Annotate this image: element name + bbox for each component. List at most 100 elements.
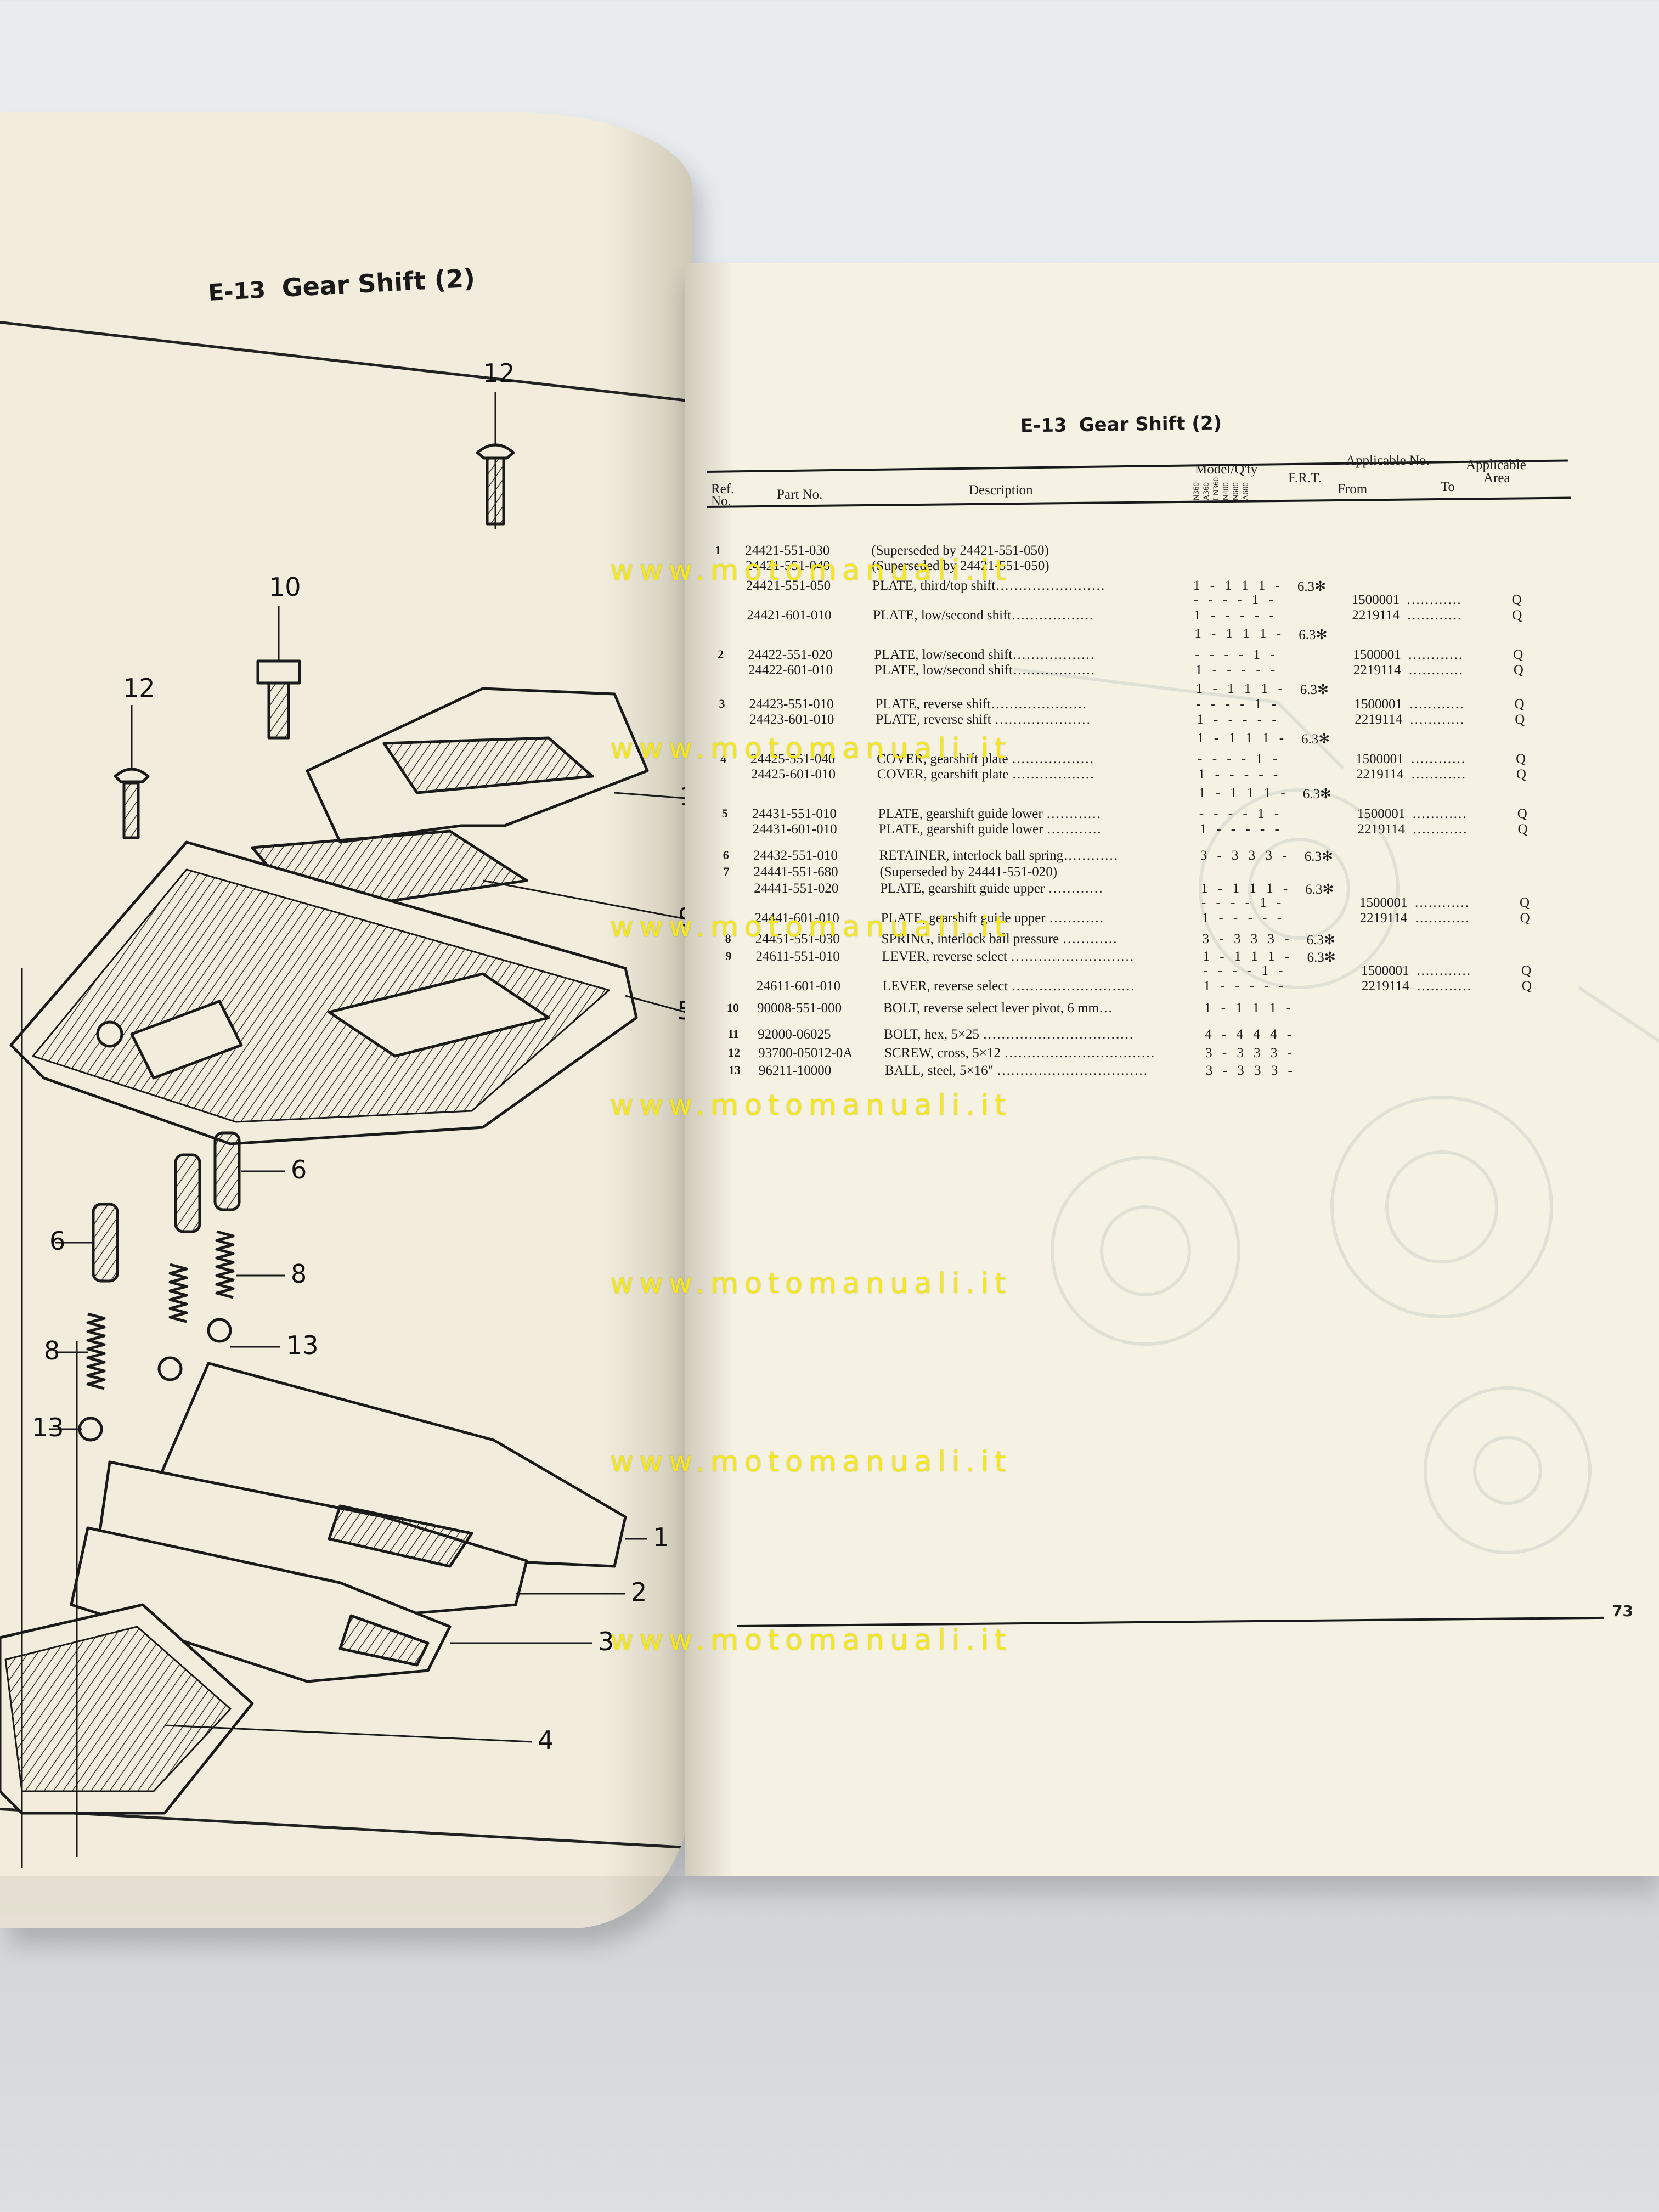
callout-3: 3 xyxy=(598,1627,614,1656)
callout-8-left: 8 xyxy=(44,1336,60,1365)
watermark: www.motomanuali.it xyxy=(610,732,1012,765)
header-frt: F.R.T. xyxy=(1288,471,1322,486)
cell-frt: 6.3✻ xyxy=(1300,682,1329,697)
cell-qty: 1 - - - - - xyxy=(1201,911,1285,926)
cell-desc: PLATE, reverse shift ………………… xyxy=(876,712,1091,727)
table-row: - - - - 1 -1500001…………Q xyxy=(716,592,1572,609)
cell-area: Q xyxy=(1511,592,1522,607)
cell-part: 24422-601-010 xyxy=(748,663,833,678)
cell-from: 1500001 xyxy=(1354,697,1403,712)
cell-desc: RETAINER, interlock ball spring………… xyxy=(879,848,1119,863)
callout-6-left: 6 xyxy=(49,1226,66,1256)
cell-qty: 1 - 1 1 1 - xyxy=(1195,681,1286,696)
cell-ref: 9 xyxy=(725,949,732,963)
cell-frt: 6.3✻ xyxy=(1302,787,1331,802)
cell-qty: 1 - 1 1 1 - xyxy=(1204,1001,1294,1015)
header-applicable-no: Applicable No. xyxy=(1346,453,1430,468)
cell-desc: BALL, steel, 5×16" …………………………… xyxy=(884,1063,1148,1078)
cell-area: Q xyxy=(1514,697,1525,712)
cell-part: 24421-551-030 xyxy=(745,543,830,558)
cell-part: 24441-601-010 xyxy=(754,911,839,926)
table-row: 1 - 1 1 1 - 6.3✻ xyxy=(719,681,1575,698)
cell-part: 24431-551-010 xyxy=(752,806,837,821)
cell-part: 24431-601-010 xyxy=(752,822,837,837)
cell-frt: 6.3✻ xyxy=(1305,882,1334,897)
page-number: 73 xyxy=(1612,1602,1633,1620)
cell-ref: 5 xyxy=(721,806,728,820)
cell-frt: 6.3✻ xyxy=(1297,579,1327,594)
cell-qty: 1 - - - - - xyxy=(1195,663,1279,678)
cell-qty: 1 - - - - - xyxy=(1199,822,1283,837)
cell-from: 2219114 xyxy=(1355,712,1402,727)
cell-part: 24423-601-010 xyxy=(749,712,834,727)
cell-from: 1500001 xyxy=(1357,806,1406,821)
watermark: www.motomanuali.it xyxy=(610,1624,1012,1657)
cell-frt: 6.3✻ xyxy=(1307,950,1336,965)
watermark: www.motomanuali.it xyxy=(610,1267,1012,1300)
callout-13-right: 13 xyxy=(286,1330,319,1360)
cell-qty: - - - - 1 - xyxy=(1193,592,1277,607)
cell-qty: 3 - 3 3 3 - xyxy=(1205,1063,1296,1078)
cell-to: ………… xyxy=(1410,752,1466,766)
cell-frt: 6.3✻ xyxy=(1306,933,1335,947)
cell-desc: PLATE, gearshift guide lower ………… xyxy=(878,822,1102,837)
callout-1-bottom: 1 xyxy=(653,1522,669,1552)
cell-area: Q xyxy=(1521,979,1532,994)
cell-part: 24425-601-010 xyxy=(751,767,836,782)
watermark: www.motomanuali.it xyxy=(610,1446,1012,1479)
cell-desc: SCREW, cross, 5×12 …………………………… xyxy=(884,1046,1155,1060)
cell-ref: 10 xyxy=(726,1001,739,1014)
table-row: 1 - 1 1 1 -6.3✻ xyxy=(717,627,1573,643)
cell-to: ………… xyxy=(1410,767,1466,782)
cell-part: 93700-05012-0A xyxy=(758,1046,853,1060)
cell-part: 24611-601-010 xyxy=(756,979,841,994)
cell-from: 1500001 xyxy=(1361,963,1409,978)
table-row: 1 - 1 1 1 -6.3✻ xyxy=(720,731,1576,747)
cell-to: ………… xyxy=(1412,806,1467,821)
cell-qty: - - - - 1 - xyxy=(1201,895,1285,910)
cell-qty: 1 - 1 1 1 - xyxy=(1193,578,1283,593)
cell-part: 24441-551-680 xyxy=(753,865,838,879)
cell-qty: 3 - 3 3 3 - xyxy=(1200,848,1290,863)
cell-qty: 1 - 1 1 1 - xyxy=(1197,731,1288,746)
cell-area: Q xyxy=(1512,608,1522,623)
callout-13-left: 13 xyxy=(32,1413,64,1442)
cell-part: 24421-551-050 xyxy=(746,578,831,593)
cell-area: Q xyxy=(1516,752,1526,766)
cell-frt: 6.3✻ xyxy=(1299,628,1328,642)
page-gutter-shadow xyxy=(685,263,734,1876)
cell-qty: - - - - 1 - xyxy=(1198,752,1281,766)
cell-ref: 13 xyxy=(728,1063,741,1077)
watermark: www.motomanuali.it xyxy=(610,1089,1012,1122)
cell-desc: PLATE, gearshift guide upper ………… xyxy=(880,881,1103,896)
table-row: 12 93700-05012-0A SCREW, cross, 5×12 ……………… xyxy=(728,1046,1584,1062)
header-description: Description xyxy=(969,483,1033,498)
cell-desc: PLATE, low/second shift……………… xyxy=(874,647,1095,662)
cell-part: 92000-06025 xyxy=(758,1027,831,1042)
cell-qty: 1 - - - - - xyxy=(1197,712,1280,727)
table-surface xyxy=(0,1876,1659,2212)
cell-to: ………… xyxy=(1407,608,1462,623)
cell-qty: 1 - - - - - xyxy=(1203,979,1287,994)
cell-area: Q xyxy=(1519,895,1530,910)
cell-part: 24421-551-040 xyxy=(745,558,831,573)
header-ref-no: No. xyxy=(711,494,731,509)
cell-area: Q xyxy=(1516,767,1526,782)
cell-desc: (Superseded by 24421-551-050) xyxy=(871,558,1049,573)
cell-qty: 3 - 3 3 3 - xyxy=(1202,932,1293,946)
cell-ref: 12 xyxy=(728,1046,741,1059)
cell-area: Q xyxy=(1517,806,1527,821)
